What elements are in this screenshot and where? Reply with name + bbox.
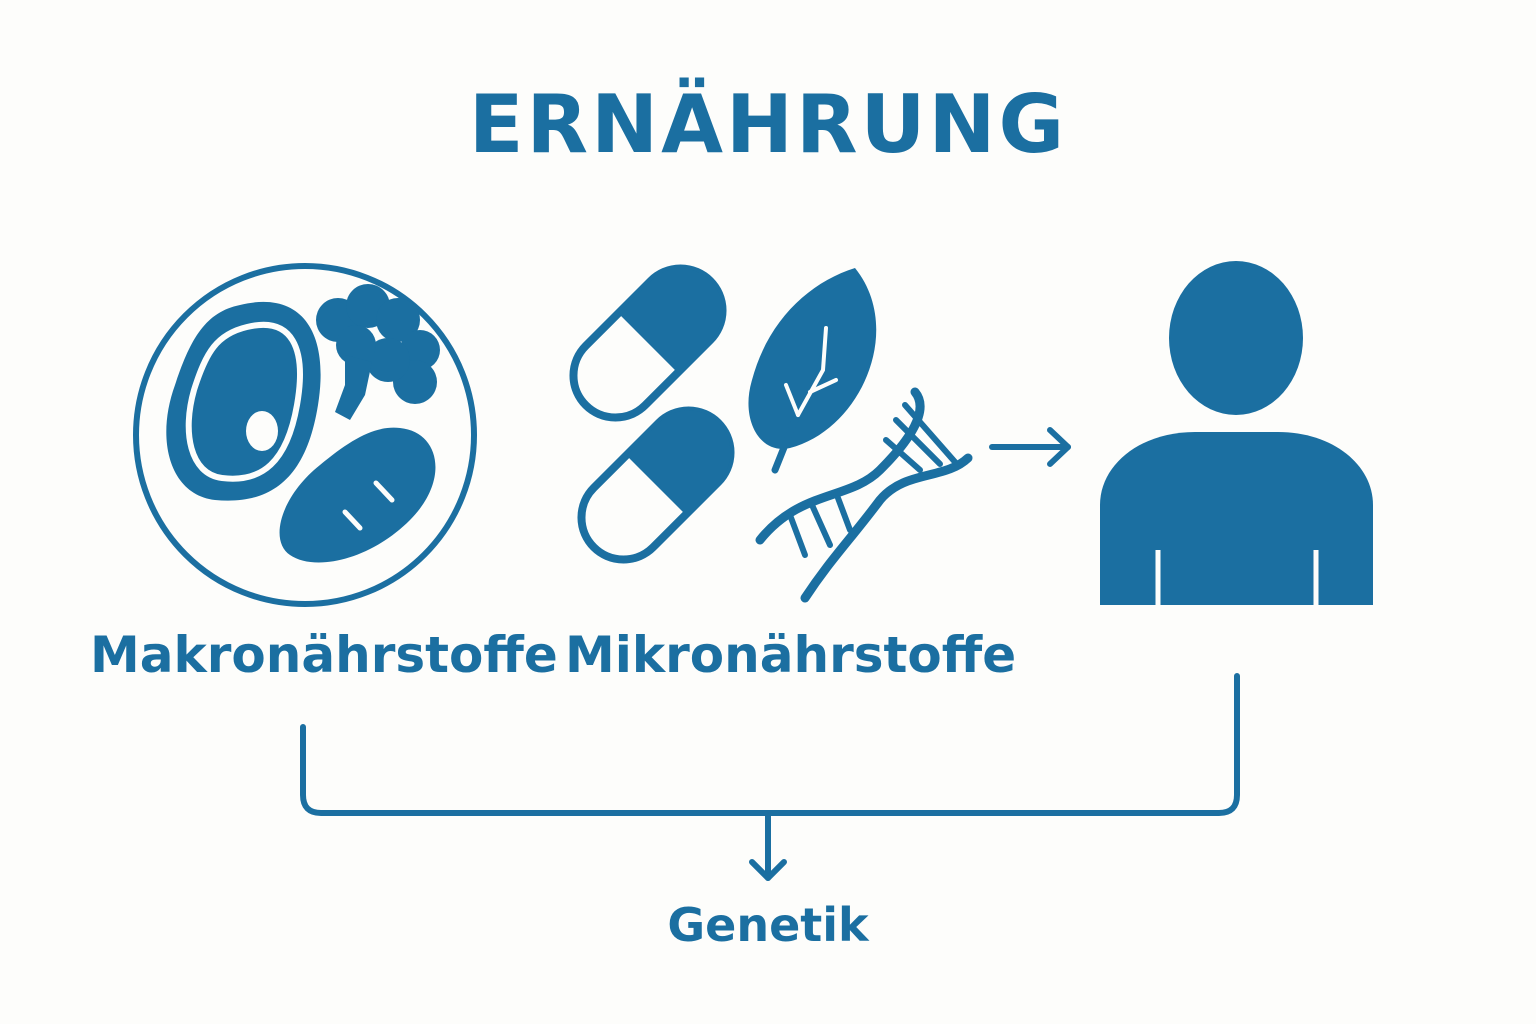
mikronaehrstoffe-label: Mikronährstoffe [565,626,1017,684]
dna-helix-icon [755,387,973,603]
diagram-title: ERNÄHRUNG [468,78,1068,171]
meat-icon [166,301,321,501]
leaf-icon [748,268,877,474]
plate-icon [133,263,477,607]
broccoli-icon [316,284,440,420]
potato-icon [279,427,436,563]
makronaehrstoffe-label: Makronährstoffe [90,626,558,684]
capsule-pills-icon [569,264,735,564]
genetik-label: Genetik [667,898,869,952]
arrow-right-icon [989,427,1071,467]
connector-bracket [300,673,1240,881]
person-icon [1100,261,1373,605]
